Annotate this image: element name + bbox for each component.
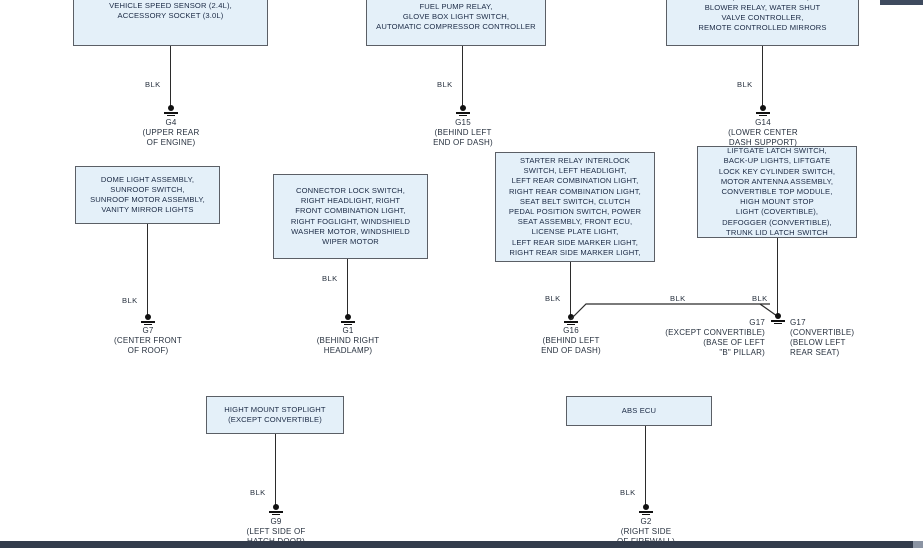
wire-vertical-g2 xyxy=(645,426,646,508)
ground-symbol-g16 xyxy=(562,314,580,328)
ground-dot xyxy=(643,504,649,510)
ground-symbol-g2 xyxy=(637,504,655,518)
wire-label-g7: BLK xyxy=(122,296,138,305)
wire-vertical-g7 xyxy=(147,224,148,317)
ground-name-g1: G1 xyxy=(342,326,354,335)
ground-bar-major xyxy=(771,320,785,322)
ground-bar-minor xyxy=(459,115,467,117)
ground-name-g7: G7 xyxy=(142,326,154,335)
wire-label-g17: BLK xyxy=(752,294,768,303)
ground-name-g15: G15 xyxy=(455,118,471,127)
ground-dot xyxy=(760,105,766,111)
component-box-high-mount-stoplight[interactable]: HIGHT MOUNT STOPLIGHT (EXCEPT CONVERTIBL… xyxy=(206,396,344,434)
ground-bar-minor xyxy=(167,115,175,117)
ground-bar-minor xyxy=(642,514,650,516)
component-box-liftgate-latch-switch[interactable]: LIFTGATE LATCH SWITCH, BACK-UP LIGHTS, L… xyxy=(697,146,857,238)
component-box-vehicle-speed-sensor[interactable]: VEHICLE SPEED SENSOR (2.4L), ACCESSORY S… xyxy=(73,0,268,46)
wire-label-g16: BLK xyxy=(545,294,561,303)
ground-bar-major xyxy=(639,511,653,513)
wire-vertical-g14 xyxy=(762,46,763,108)
ground-bar-minor xyxy=(144,324,152,326)
ground-name-g14: G14 xyxy=(755,118,771,127)
wire-vertical-g4 xyxy=(170,46,171,108)
ground-location-g16: (BEHIND LEFT END OF DASH) xyxy=(541,336,601,355)
component-box-abs-ecu[interactable]: ABS ECU xyxy=(566,396,712,426)
ground-dot xyxy=(568,314,574,320)
wire-label-g15: BLK xyxy=(437,80,453,89)
wire-label-g14: BLK xyxy=(737,80,753,89)
component-box-dome-light[interactable]: DOME LIGHT ASSEMBLY, SUNROOF SWITCH, SUN… xyxy=(75,166,220,224)
wire-branch-path-right xyxy=(759,303,778,317)
ground-bar-minor xyxy=(759,115,767,117)
ground-location-g1: (BEHIND RIGHT HEADLAMP) xyxy=(316,336,380,355)
ground-location-g14: (LOWER CENTER DASH SUPPORT) xyxy=(728,128,798,147)
component-box-connector-lock-switch[interactable]: CONNECTOR LOCK SWITCH, RIGHT HEADLIGHT, … xyxy=(273,174,428,259)
ground-dot xyxy=(345,314,351,320)
ground-dot xyxy=(145,314,151,320)
ground-bar-minor xyxy=(272,514,280,516)
ground-bar-minor xyxy=(567,324,575,326)
component-box-starter-relay-interlock[interactable]: STARTER RELAY INTERLOCK SWITCH, LEFT HEA… xyxy=(495,152,655,262)
ground-symbol-g9 xyxy=(267,504,285,518)
ground-bar-major xyxy=(341,321,355,323)
wire-vertical-g1 xyxy=(347,259,348,317)
ground-location-g4: (UPPER REAR OF ENGINE) xyxy=(142,128,200,147)
ground-name-g9: G9 xyxy=(270,517,282,526)
ground-location-g7: (CENTER FRONT OF ROOF) xyxy=(114,336,182,355)
ground-bar-major xyxy=(141,321,155,323)
ground-dot xyxy=(273,504,279,510)
ground-symbol-g14 xyxy=(754,105,772,119)
ground-name-g16: G16 xyxy=(563,326,579,335)
ground-name-g4: G4 xyxy=(165,118,177,127)
ground-location-g17-except-convertible: (EXCEPT CONVERTIBLE) (BASE OF LEFT "B" P… xyxy=(665,328,765,357)
ground-bar-major xyxy=(269,511,283,513)
component-box-ecu-immobilizer[interactable]: ECU, IMMOBILIZER ECU, BLOWER RELAY, WATE… xyxy=(666,0,859,46)
component-box-fuel-pump-relay[interactable]: FUEL PUMP RELAY, GLOVE BOX LIGHT SWITCH,… xyxy=(366,0,546,46)
ground-location-g15: (BEHIND LEFT END OF DASH) xyxy=(433,128,493,147)
top-border-strip xyxy=(880,0,923,5)
ground-bar-major xyxy=(756,112,770,114)
ground-bar-minor xyxy=(344,324,352,326)
wire-vertical-g9 xyxy=(275,434,276,508)
ground-bar-minor xyxy=(774,323,782,325)
ground-bar-major xyxy=(164,112,178,114)
wire-label-g2: BLK xyxy=(620,488,636,497)
ground-symbol-g15 xyxy=(454,105,472,119)
ground-name-g2: G2 xyxy=(640,517,652,526)
ground-location-g17-convertible: (CONVERTIBLE) (BELOW LEFT REAR SEAT) xyxy=(790,328,855,357)
ground-symbol-g4 xyxy=(162,105,180,119)
wire-label-mid-branch: BLK xyxy=(670,294,686,303)
ground-name-g17-except-convertible: G17 xyxy=(749,318,765,327)
bottom-scrollbar-corner xyxy=(913,541,923,548)
wire-label-g1: BLK xyxy=(322,274,338,283)
wire-branch-g16-to-g17 xyxy=(569,303,770,321)
wire-label-g4: BLK xyxy=(145,80,161,89)
wire-vertical-g17 xyxy=(777,238,778,316)
wire-branch-join-g17 xyxy=(759,303,778,317)
ground-dot xyxy=(168,105,174,111)
wire-branch-path-left xyxy=(569,303,770,321)
ground-bar-major xyxy=(564,321,578,323)
wire-vertical-g16 xyxy=(570,262,571,318)
wire-label-g9: BLK xyxy=(250,488,266,497)
ground-dot xyxy=(460,105,466,111)
ground-symbol-g1 xyxy=(339,314,357,328)
bottom-scrollbar-track[interactable] xyxy=(0,541,923,548)
wire-vertical-g15 xyxy=(462,46,463,108)
ground-bar-major xyxy=(456,112,470,114)
ground-symbol-g17 xyxy=(769,313,787,327)
ground-dot xyxy=(775,313,781,319)
ground-symbol-g7 xyxy=(139,314,157,328)
ground-name-g17-convertible: G17 xyxy=(790,318,806,327)
